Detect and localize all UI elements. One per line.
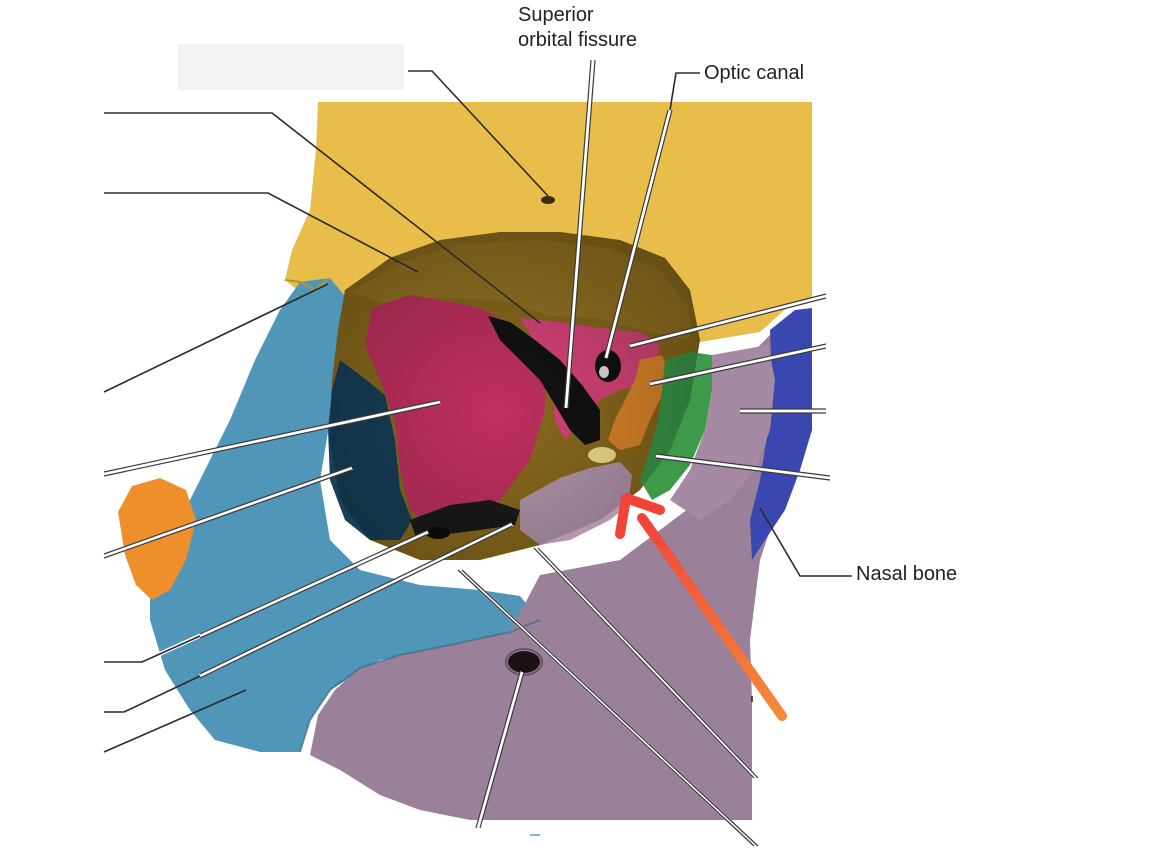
label-nasal-bone: Nasal bone bbox=[856, 563, 957, 585]
infraorbital-foramen bbox=[508, 651, 540, 673]
leader-line-right-3 bbox=[740, 409, 826, 413]
hidden-label-box bbox=[178, 44, 404, 90]
label-superior-orbital-fissure-line1: Superior bbox=[518, 4, 594, 26]
supraorbital-notch bbox=[541, 196, 555, 204]
label-optic-canal: Optic canal bbox=[704, 62, 804, 84]
orbit-shading bbox=[330, 232, 700, 560]
label-superior-orbital-fissure-line2: orbital fissure bbox=[518, 29, 637, 51]
faint-mark-1 bbox=[530, 834, 540, 836]
